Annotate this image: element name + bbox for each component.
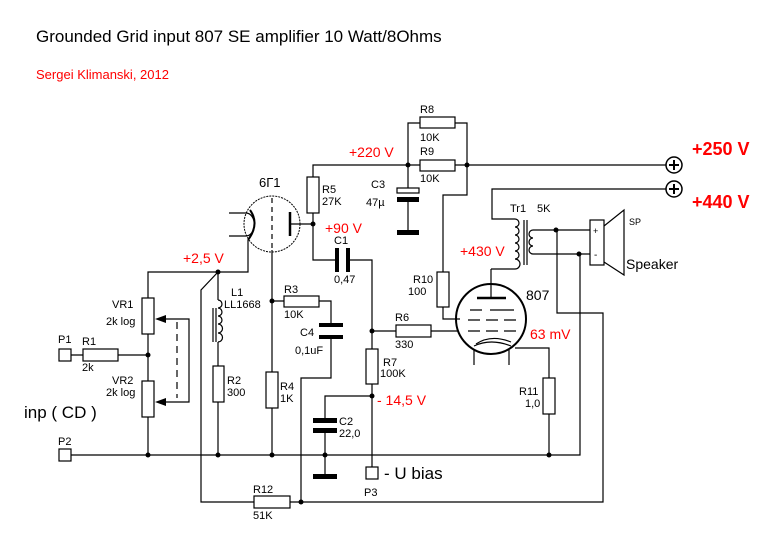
resistor-r11 <box>542 377 556 415</box>
resistor-r5 <box>306 176 320 214</box>
label-components-r9-name: R9 <box>420 146 434 158</box>
port-p1[interactable] <box>58 348 72 362</box>
label-components-r6-name: R6 <box>395 312 409 324</box>
label-voltages-v430: +430 V <box>460 243 505 259</box>
label-voltages-v250: +250 V <box>692 139 750 159</box>
label-components-sp-plus: + <box>593 226 598 236</box>
label-voltages-v63mv: 63 mV <box>530 326 571 342</box>
label-components-c3-value: 47µ <box>366 197 385 209</box>
resistor-r9 <box>419 159 456 172</box>
label-components-c3-name: C3 <box>371 179 385 191</box>
label-components-r4-name: R4 <box>280 381 294 393</box>
resistor-r10 <box>436 271 450 308</box>
label-ports-p1: P1 <box>58 334 71 346</box>
label-ports-p3: P3 <box>364 487 377 499</box>
capacitors <box>313 187 420 479</box>
label-components-vr1-name: VR1 <box>112 299 133 311</box>
resistor-r6 <box>395 324 432 338</box>
resistor-r7 <box>365 348 379 385</box>
tube-807 <box>455 283 527 355</box>
potentiometer-vr1 <box>141 297 155 335</box>
resistor-r3 <box>283 295 320 308</box>
label-components-r9-value: 10K <box>420 173 440 185</box>
label-voltages-v2_5: +2,5 V <box>183 250 225 266</box>
label-components-l1-value: LL1668 <box>224 299 261 311</box>
voltage-annotations: +220 V +90 V +2,5 V +430 V 63 mV - 14,5 … <box>183 139 750 408</box>
inductor-l1 <box>212 299 224 343</box>
label-components-r3-name: R3 <box>284 284 298 296</box>
label-components-r7-name: R7 <box>383 357 397 369</box>
port-p3[interactable] <box>365 466 379 480</box>
tube-6g1 <box>243 195 301 253</box>
label-components-r10-name: R10 <box>413 274 433 286</box>
label-components-c1-name: C1 <box>334 235 348 247</box>
label-components-l1-name: L1 <box>231 287 243 299</box>
resistor-r1 <box>82 348 119 362</box>
resistor-r2 <box>212 365 225 403</box>
label-components-r3-value: 10K <box>284 309 304 321</box>
diagram-title: Grounded Grid input 807 SE amplifier 10 … <box>36 27 442 46</box>
ground-bar <box>397 230 419 235</box>
label-components-vr2-value: 2k log <box>106 387 135 399</box>
label-components-c4-value: 0,1uF <box>295 345 323 357</box>
capacitor-c2 <box>313 418 337 423</box>
label-ports-p2: P2 <box>58 436 71 448</box>
label-components-r8-value: 10K <box>420 132 440 144</box>
potentiometer-vr2 <box>141 380 155 418</box>
label-components-r4-value: 1K <box>280 393 294 405</box>
label-components-r5-value: 27K <box>322 196 342 208</box>
label-components-r11-value: 1,0 <box>525 398 540 410</box>
label-components-r12-value: 51K <box>253 510 273 522</box>
label-components-r2-value: 300 <box>227 387 245 399</box>
label-components-sp-minus: - <box>594 250 597 261</box>
label-components-r5-name: R5 <box>322 184 336 196</box>
label-components-vr2-name: VR2 <box>112 375 133 387</box>
resistors <box>82 116 556 509</box>
author-credit: Sergei Klimanski, 2012 <box>36 67 169 82</box>
label-voltages-v220: +220 V <box>349 144 394 160</box>
supply-terminals <box>665 156 683 198</box>
label-components-sp-value: Speaker <box>626 256 678 272</box>
label-voltages-v440: +440 V <box>692 192 750 212</box>
label-components-c2-name: C2 <box>339 416 353 428</box>
label-components-tr1-name: Tr1 <box>510 203 526 215</box>
label-components-r11-name: R11 <box>519 386 538 398</box>
speaker-sp: + - <box>589 208 625 277</box>
label-voltages-vbias: - 14,5 V <box>377 392 427 408</box>
label-voltages-v90: +90 V <box>325 220 363 236</box>
capacitor-c3 <box>396 187 420 194</box>
label-components-r7-value: 100K <box>380 368 406 380</box>
input-label: inp ( CD ) <box>24 403 97 422</box>
label-tubes-output: 807 <box>526 287 550 303</box>
wires <box>71 122 666 503</box>
resistor-r12 <box>253 495 291 509</box>
label-components-r2-name: R2 <box>227 375 241 387</box>
label-components-r1-value: 2k <box>82 362 94 374</box>
port-p2[interactable] <box>58 448 72 462</box>
capacitor-c1 <box>335 248 339 272</box>
label-components-r8-name: R8 <box>420 104 434 116</box>
capacitor-c4 <box>319 323 343 327</box>
label-components-c4-name: C4 <box>300 327 314 339</box>
label-components-r6-value: 330 <box>395 339 413 351</box>
label-components-r10-value: 100 <box>408 286 426 298</box>
label-components-vr1-value: 2k log <box>106 316 135 328</box>
label-components-tr1-value: 5K <box>537 203 551 215</box>
output-transformer-tr1 <box>514 218 534 270</box>
bias-label: - U bias <box>384 464 443 483</box>
label-components-r1-name: R1 <box>82 336 96 348</box>
label-components-c1-value: 0,47 <box>334 274 355 286</box>
resistor-r4 <box>265 371 279 409</box>
label-tubes-input: 6Г1 <box>259 175 281 190</box>
label-components-sp-name: SP <box>629 217 641 227</box>
label-components-r12-name: R12 <box>253 484 273 496</box>
ground-bar <box>313 474 337 479</box>
junctions <box>145 162 582 505</box>
resistor-r8 <box>419 116 456 129</box>
wiper-arrow-icon <box>155 315 166 406</box>
label-components-c2-value: 22,0 <box>339 428 360 440</box>
